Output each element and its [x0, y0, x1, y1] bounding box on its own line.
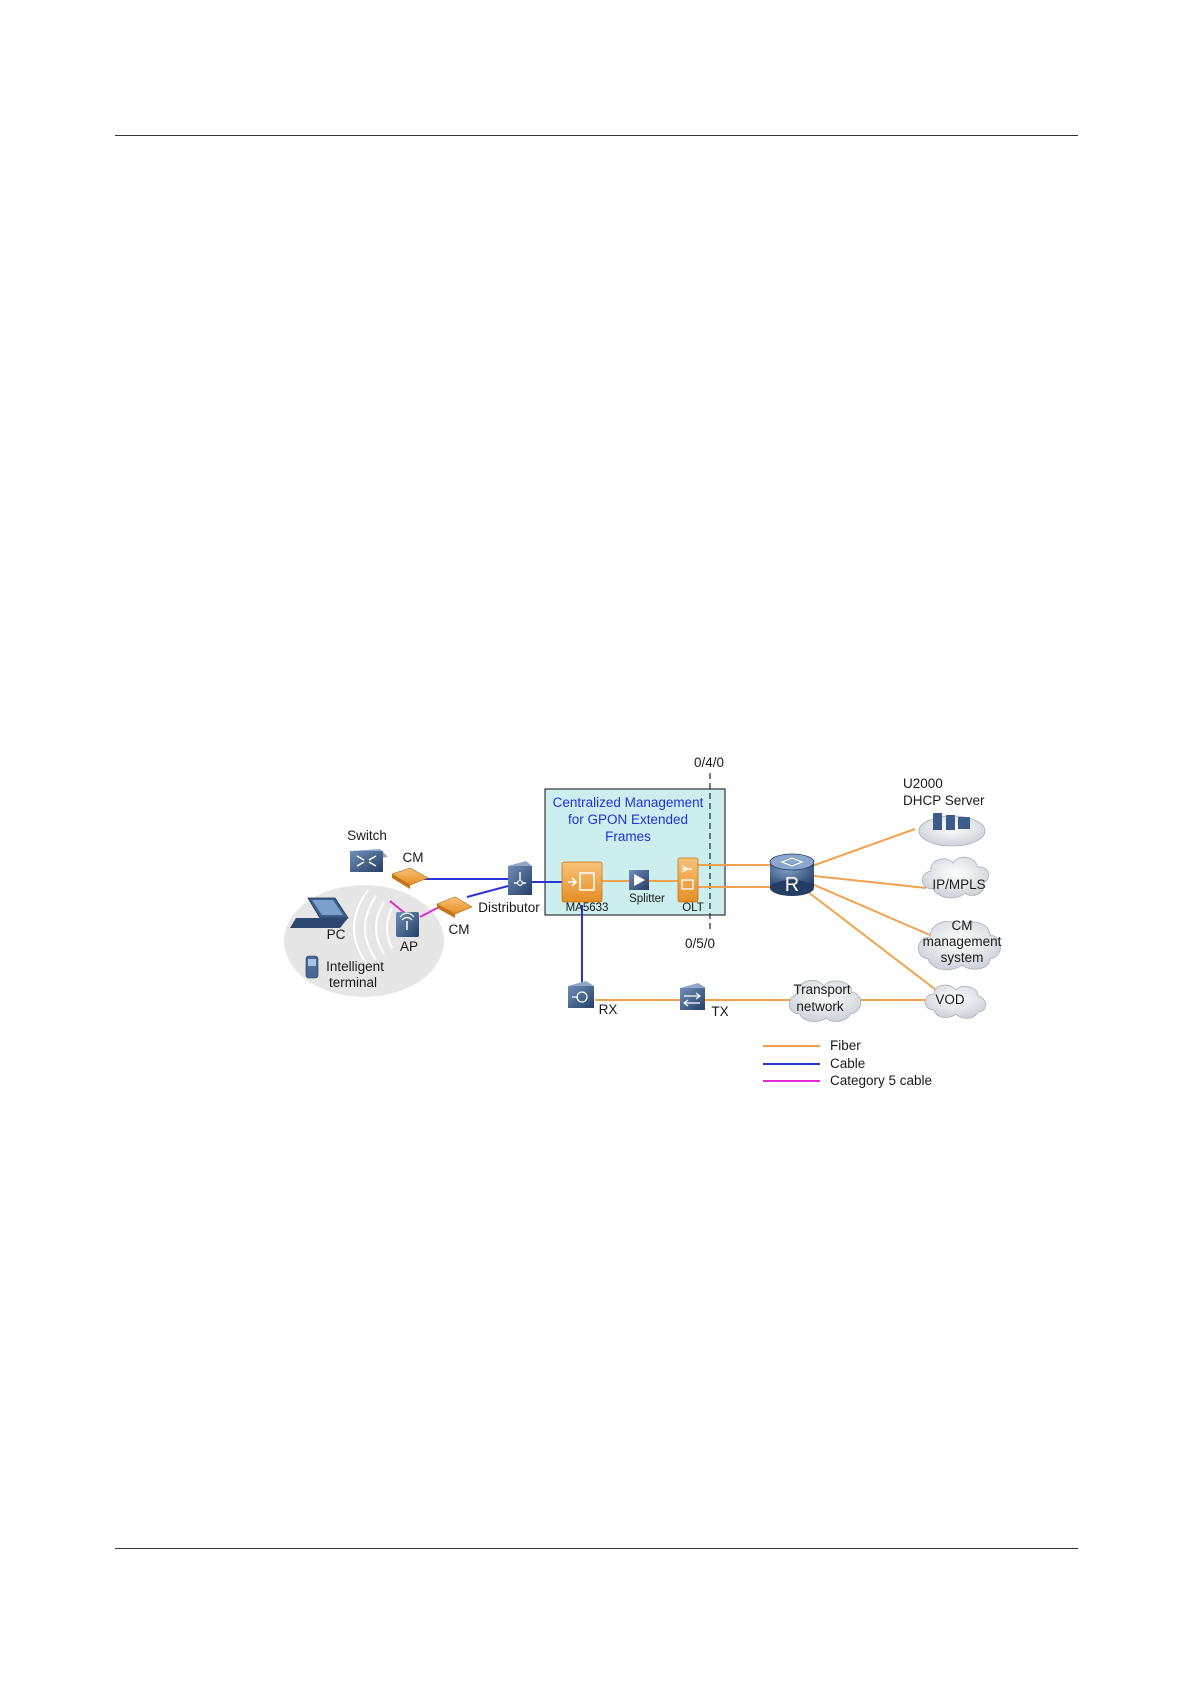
distributor-label: Distributor: [478, 900, 540, 915]
olt-icon: [678, 858, 698, 902]
cm-top-label: CM: [403, 850, 424, 865]
rx-icon: [568, 981, 594, 1008]
transport-network-line2: network: [796, 999, 844, 1014]
vod-label: VOD: [935, 992, 965, 1007]
pc-label: PC: [327, 927, 346, 942]
router-letter: R: [785, 874, 799, 896]
legend-cable-label: Cable: [830, 1056, 865, 1071]
distributor-icon: [508, 861, 532, 895]
central-title-line2: for GPON Extended: [568, 812, 688, 827]
cm-bottom-label: CM: [449, 922, 470, 937]
central-title-line1: Centralized Management: [553, 795, 704, 810]
port-top-label: 0/4/0: [694, 755, 724, 770]
cm-bottom-icon: [437, 897, 472, 918]
splitter-label: Splitter: [629, 893, 665, 905]
ma5633-label: MA5633: [566, 902, 609, 914]
u2000-label: U2000: [903, 776, 943, 791]
cm-management-line2: management: [923, 934, 1002, 949]
server-cloud-icon: [919, 813, 985, 846]
ma5633-icon: [562, 862, 602, 902]
ap-label: AP: [400, 939, 418, 954]
legend-fiber-label: Fiber: [830, 1038, 861, 1053]
tx-label: TX: [711, 1004, 728, 1019]
legend: Fiber Cable Category 5 cable: [763, 1038, 932, 1088]
cm-top-icon: [392, 868, 428, 889]
tx-icon: [680, 983, 706, 1010]
cm-management-line3: system: [941, 950, 984, 965]
port-bottom-label: 0/5/0: [685, 936, 715, 951]
rx-label: RX: [599, 1002, 618, 1017]
intelligent-terminal-line1: Intelligent: [326, 959, 384, 974]
ap-icon: [396, 912, 419, 937]
ip-mpls-label: IP/MPLS: [932, 877, 985, 892]
intelligent-terminal-line2: terminal: [329, 975, 377, 990]
switch-icon: [350, 849, 388, 872]
intelligent-terminal-icon: [306, 956, 318, 978]
legend-cat5-label: Category 5 cable: [830, 1073, 932, 1088]
olt-label: OLT: [682, 902, 704, 914]
dhcp-server-label: DHCP Server: [903, 793, 985, 808]
splitter-icon: [629, 870, 649, 890]
router-icon: R: [770, 854, 814, 896]
central-title-line3: Frames: [605, 829, 651, 844]
switch-label: Switch: [347, 828, 387, 843]
cm-management-line1: CM: [952, 918, 973, 933]
transport-network-line1: Transport: [793, 982, 851, 997]
